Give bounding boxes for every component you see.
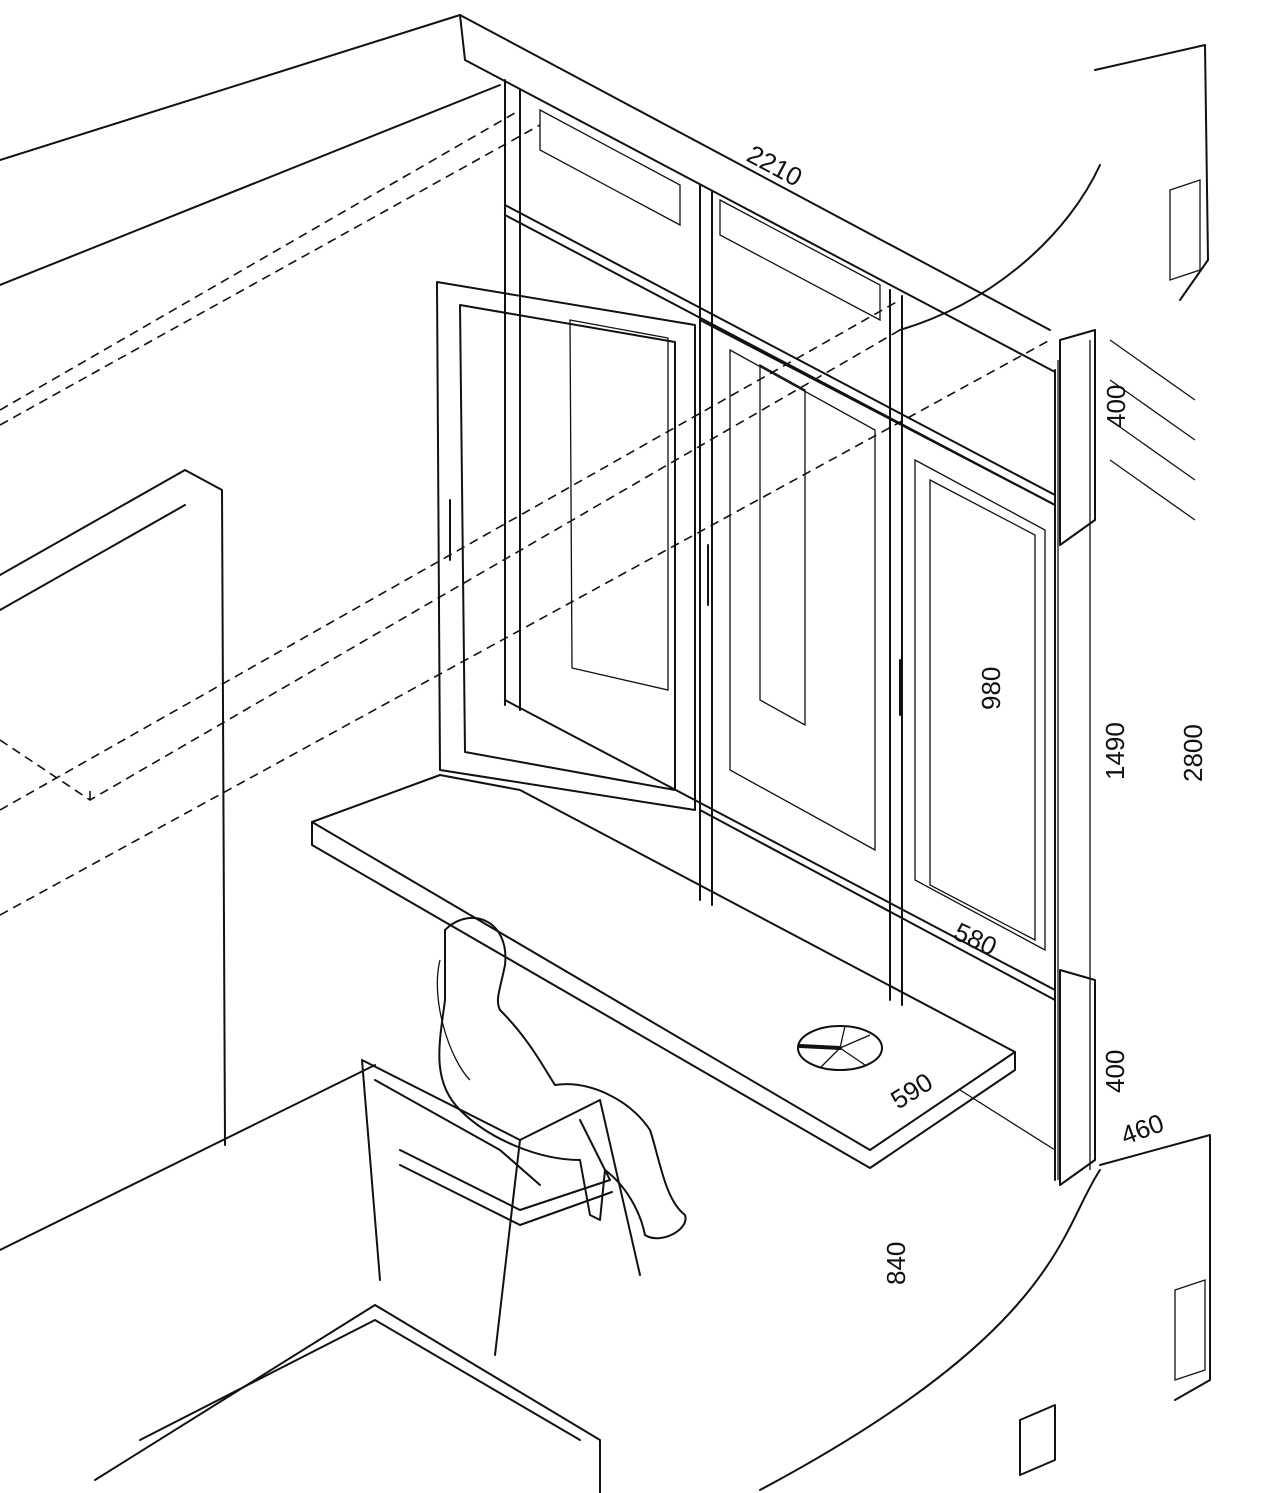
dim-window-width: 2210 [742, 139, 807, 193]
dim-desk-height: 840 [881, 1242, 911, 1285]
desk [311, 774, 1056, 1169]
partition-wall [0, 469, 226, 1146]
dimension-labels: 2210 400 980 1490 2800 580 400 460 590 8… [742, 139, 1208, 1285]
dim-desk-depth: 590 [885, 1067, 938, 1115]
dim-upper-transom: 400 [1101, 385, 1131, 428]
hidden-lines [0, 109, 1051, 916]
chair [361, 1059, 641, 1356]
clock-icon [797, 1025, 883, 1071]
dim-sash-height: 980 [976, 667, 1006, 710]
window-frame [504, 79, 1056, 1181]
dimension-lines [1057, 340, 1091, 1180]
dim-sill-panel: 400 [1100, 1050, 1130, 1093]
exterior-wall [759, 44, 1211, 1491]
seated-person [436, 916, 687, 1240]
open-sash [436, 281, 901, 811]
floor [0, 1064, 601, 1493]
dim-wall-depth: 460 [1117, 1108, 1168, 1151]
ceiling-slab [0, 14, 1056, 373]
dim-floor-to-ceiling: 2800 [1178, 724, 1208, 782]
dim-window-height: 1490 [1100, 722, 1130, 780]
